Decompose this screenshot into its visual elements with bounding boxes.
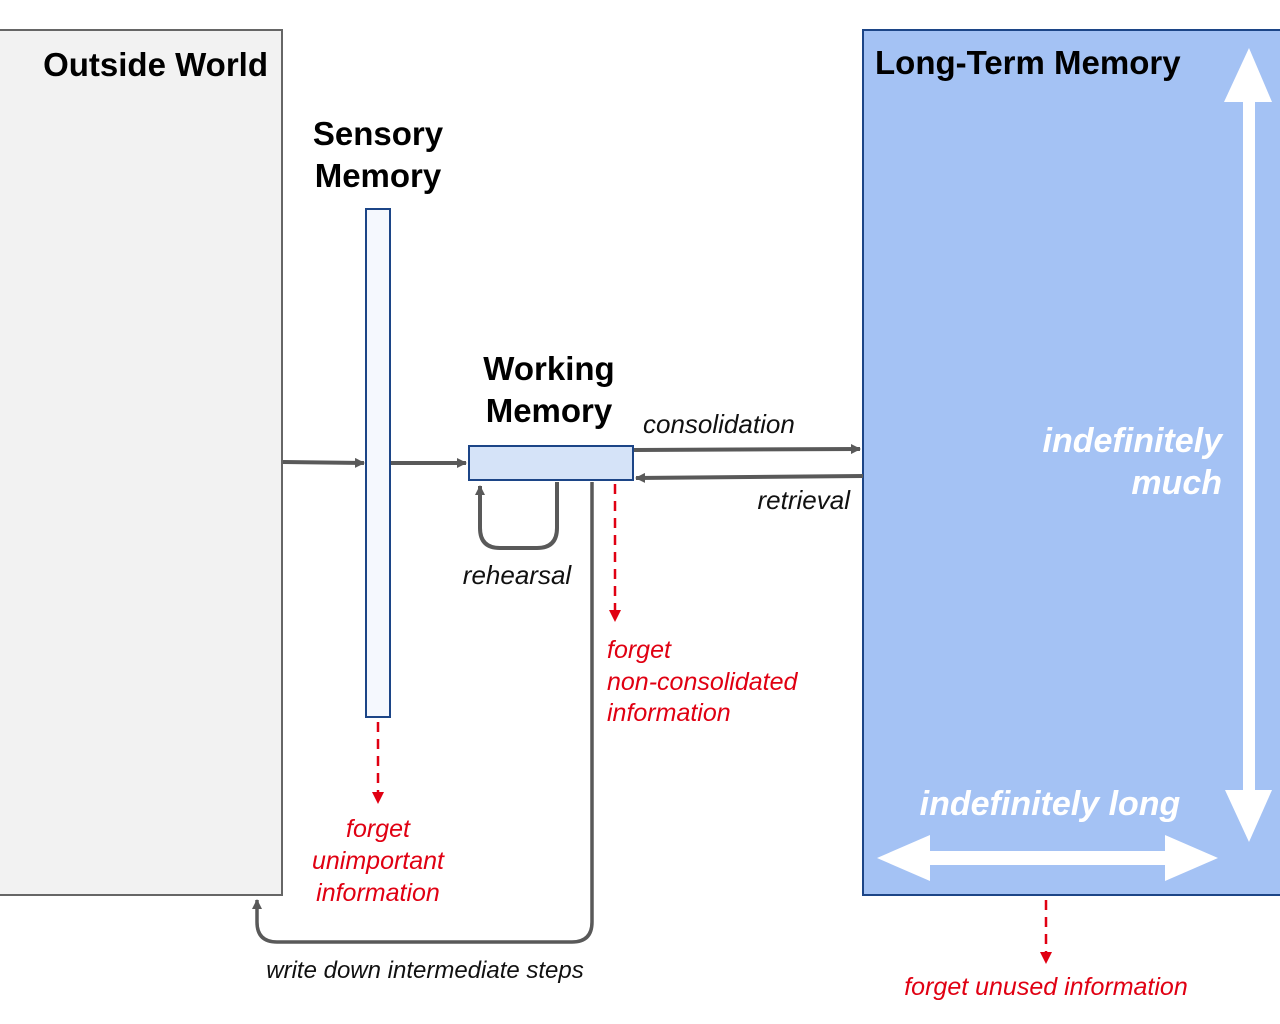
write-down-arrow	[252, 482, 594, 944]
long-term-memory-box	[862, 29, 1280, 896]
forget-working-line1: forget	[607, 636, 672, 664]
long-term-memory-label: Long-Term Memory	[875, 44, 1181, 81]
duration-label: indefinitely long	[920, 785, 1181, 823]
working-memory-box	[468, 445, 634, 481]
forget-long-term-label: forget unused information	[904, 973, 1188, 1001]
outside-world-label: Outside World	[43, 46, 268, 83]
sensory-memory-bar	[365, 208, 391, 718]
forget-sensory-line2: unimportant	[312, 847, 445, 875]
consolidation-arrow	[633, 444, 861, 455]
consolidation-label: consolidation	[643, 409, 795, 439]
capacity-amount-line2: much	[1131, 464, 1222, 502]
working-memory-label-line1: Working	[483, 350, 614, 387]
forget-sensory-line3: information	[316, 879, 440, 907]
retrieval-label: retrieval	[758, 485, 852, 515]
capacity-amount-line1: indefinitely	[1043, 422, 1225, 460]
rehearsal-label: rehearsal	[463, 560, 573, 590]
forget-working-line3: information	[607, 699, 731, 727]
forget-working-line2: non-consolidated	[607, 668, 799, 696]
forget-sensory-line1: forget	[346, 815, 411, 843]
working-memory-label-line2: Memory	[486, 392, 613, 429]
outside-world-box	[0, 29, 283, 896]
capacity-vertical-double-arrow	[1224, 48, 1272, 842]
rehearsal-loop-arrow	[475, 482, 559, 550]
duration-horizontal-double-arrow	[877, 835, 1218, 881]
retrieval-arrow	[635, 472, 864, 483]
input-arrow-outside-to-sensory	[282, 457, 365, 468]
sensory-memory-label-line1: Sensory	[313, 115, 444, 152]
write-down-label: write down intermediate steps	[266, 957, 583, 984]
sensory-memory-label-line2: Memory	[315, 157, 442, 194]
